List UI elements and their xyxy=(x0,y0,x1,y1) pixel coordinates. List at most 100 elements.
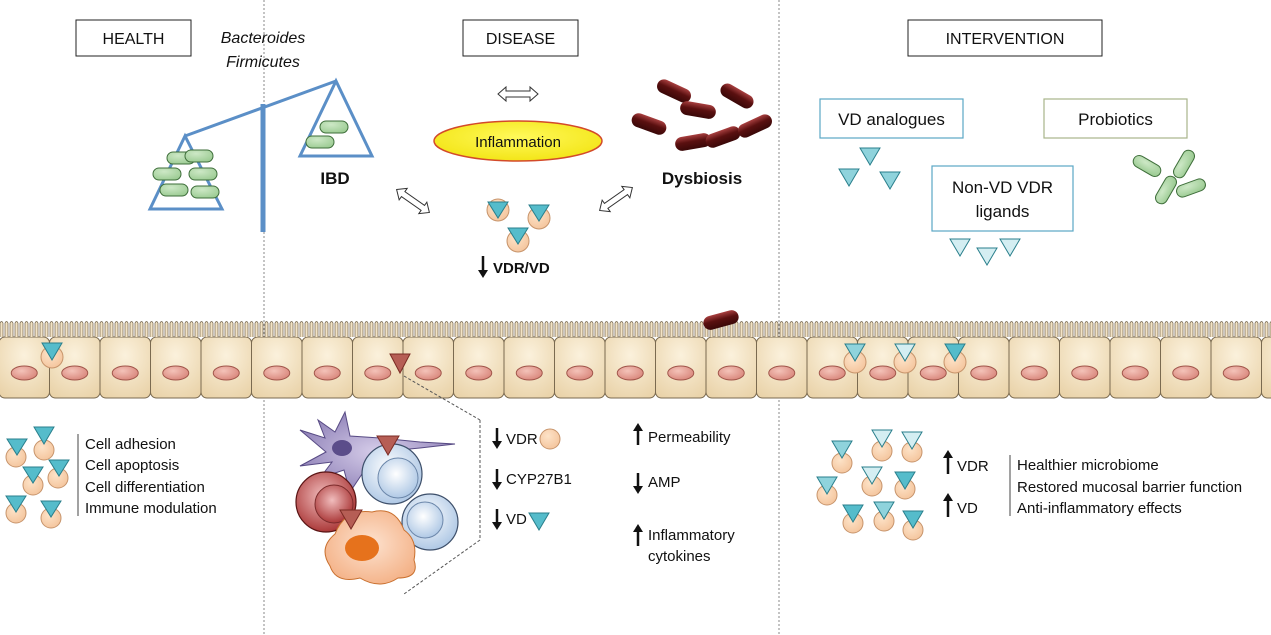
balance-scale xyxy=(147,77,375,232)
probiotic-bacteria xyxy=(1132,149,1206,205)
outcome-item: Healthier microbiome xyxy=(1017,457,1159,474)
double-arrow-icon xyxy=(497,85,539,103)
cell-nucleus xyxy=(818,365,846,381)
intervention-outcomes: Healthier microbiome Restored mucosal ba… xyxy=(1017,457,1242,517)
epithelial-cell-layer xyxy=(0,336,1271,399)
microvilli xyxy=(0,321,1271,337)
macrophage-cell xyxy=(324,510,416,585)
inflammation-ellipse: Inflammation xyxy=(433,120,603,162)
double-arrow-right-icon xyxy=(598,185,634,213)
cell-nucleus xyxy=(616,365,644,381)
cell-nucleus xyxy=(414,365,442,381)
marker-vdr: VDR xyxy=(506,431,538,448)
cell-nucleus xyxy=(162,365,190,381)
cell-nucleus xyxy=(768,365,796,381)
cell-nucleus xyxy=(970,365,998,381)
intervention-epithelial-vdr xyxy=(843,343,967,374)
disease-epithelial-vd xyxy=(389,353,411,375)
up-arrow-icon xyxy=(633,423,643,445)
cell-nucleus xyxy=(313,365,341,381)
cell-nucleus xyxy=(1020,365,1048,381)
immune-vd-triangles xyxy=(339,435,400,530)
dysbiosis-rod-on-epithelium xyxy=(703,310,739,330)
probiotics-label: Probiotics xyxy=(1078,110,1153,129)
cell-nucleus xyxy=(919,365,947,381)
cell-nucleus xyxy=(717,365,745,381)
down-arrow-icon xyxy=(492,509,502,530)
cell-nucleus xyxy=(1172,365,1200,381)
probiotics-box: Probiotics xyxy=(1043,98,1188,139)
marker-permeability: Permeability xyxy=(648,429,731,446)
up-arrow-icon xyxy=(943,450,953,474)
outcome-item: Anti-inflammatory effects xyxy=(1017,500,1182,517)
function-item: Immune modulation xyxy=(85,500,217,517)
non-vd-ligands-box: Non-VD VDR ligands xyxy=(931,165,1074,232)
cell-nucleus xyxy=(263,365,291,381)
up-arrow-icon xyxy=(633,524,643,546)
cell-nucleus xyxy=(364,365,392,381)
header-disease: DISEASE xyxy=(462,19,579,57)
cell-nucleus xyxy=(869,365,897,381)
health-bacteria xyxy=(152,149,220,199)
dysbiosis-label: Dysbiosis xyxy=(662,169,742,188)
disease-markers-left: VDR CYP27B1 VD xyxy=(492,428,572,531)
lymphocyte-cell xyxy=(361,443,423,505)
function-item: Cell apoptosis xyxy=(85,457,179,474)
header-health: HEALTH xyxy=(75,19,192,57)
header-health-label: HEALTH xyxy=(103,31,165,48)
cell-nucleus xyxy=(667,365,695,381)
marker-amp: AMP xyxy=(648,474,681,491)
intervention-markers: VDR VD xyxy=(943,450,989,517)
marker-vd: VD xyxy=(506,511,527,528)
header-intervention: INTERVENTION xyxy=(907,19,1103,57)
cell-nucleus xyxy=(10,365,38,381)
epithelial-cell xyxy=(1261,336,1271,399)
up-arrow-icon xyxy=(943,493,953,517)
cell-nucleus xyxy=(515,365,543,381)
cell-nucleus xyxy=(61,365,89,381)
non-vd-line2: ligands xyxy=(976,202,1030,221)
header-disease-label: DISEASE xyxy=(486,31,555,48)
cell-nucleus xyxy=(465,365,493,381)
bacteroides-label: Bacteroides xyxy=(221,30,306,47)
cell-nucleus xyxy=(566,365,594,381)
health-epithelial-vdr xyxy=(40,342,64,369)
down-arrow-icon xyxy=(492,469,502,490)
marker-cyp27b1: CYP27B1 xyxy=(506,471,572,488)
inflammation-label: Inflammation xyxy=(475,134,561,151)
intervention-vdr-cluster xyxy=(816,429,924,541)
microvilli-brush-border xyxy=(0,321,1271,337)
marker-cytokines: cytokines xyxy=(648,548,711,565)
down-arrow-icon xyxy=(478,256,488,278)
vd-icon xyxy=(528,512,550,531)
cell-nucleus xyxy=(1071,365,1099,381)
dysbiosis-bacteria xyxy=(631,79,772,151)
disease-vdr-cluster xyxy=(486,198,551,253)
vd-analogues-box: VD analogues xyxy=(819,98,964,139)
cell-nucleus xyxy=(1222,365,1250,381)
down-arrow-icon xyxy=(492,428,502,449)
marker-inflammatory: Inflammatory xyxy=(648,527,735,544)
non-vd-line1: Non-VD VDR xyxy=(952,178,1053,197)
vdr-icon xyxy=(539,428,561,450)
non-vd-triangles xyxy=(949,238,1021,266)
ibd-label: IBD xyxy=(320,169,349,188)
cell-nucleus xyxy=(1121,365,1149,381)
outcome-item: Restored mucosal barrier function xyxy=(1017,479,1242,496)
vdr-vd-label: VDR/VD xyxy=(493,260,550,277)
header-intervention-label: INTERVENTION xyxy=(946,31,1065,48)
double-arrow-left-icon xyxy=(395,187,431,215)
health-functions: Cell adhesion Cell apoptosis Cell differ… xyxy=(85,436,217,517)
marker-vd-up: VD xyxy=(957,500,978,517)
zoom-lines xyxy=(403,375,481,595)
disease-markers-right: Permeability AMP Inflammatory cytokines xyxy=(633,423,735,565)
vd-analogues-label: VD analogues xyxy=(838,110,945,129)
function-item: Cell adhesion xyxy=(85,436,176,453)
lymphocyte-cell-2 xyxy=(401,493,459,551)
ibd-bacteria xyxy=(305,120,349,149)
down-arrow-icon xyxy=(633,473,643,494)
cell-nucleus xyxy=(111,365,139,381)
marker-vdr-up: VDR xyxy=(957,458,989,475)
firmicutes-label: Firmicutes xyxy=(226,54,300,71)
